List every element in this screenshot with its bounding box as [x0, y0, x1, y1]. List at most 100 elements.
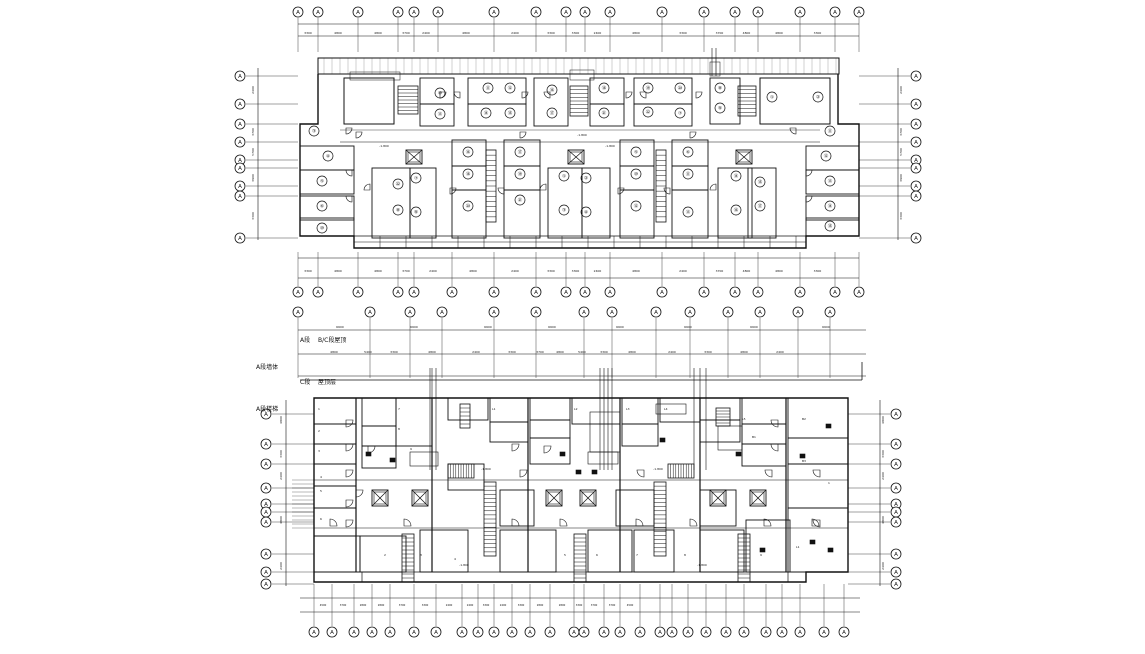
bottom-axis-bubble: [729, 286, 741, 298]
axis-bubble-letter: A: [564, 290, 568, 296]
top-axis-bubble: [578, 306, 590, 318]
label-a-text: B/C段屋顶: [318, 336, 346, 344]
bedroom: [299, 217, 355, 237]
top-dimension-text: 4800: [775, 31, 783, 35]
bottom-dimension-text: 3300: [572, 269, 580, 273]
door-swing: [519, 469, 528, 478]
top-axis-bubble: [364, 306, 376, 318]
room-number-circle: [754, 176, 766, 188]
top-axis-bubble: [488, 6, 500, 18]
door-swing: [811, 518, 820, 527]
bottom-dimension-text: 4800: [775, 269, 783, 273]
left-dimension-text: 5700: [251, 148, 255, 156]
door-swing: [355, 131, 363, 139]
bottom-axis-bubble: [700, 626, 712, 638]
axis-bubble-letter: A: [264, 442, 268, 448]
door-swing: [345, 519, 354, 528]
unit-room: [621, 423, 659, 447]
bottom-dimension-text: 3300: [814, 269, 822, 273]
door-swing: [363, 183, 371, 191]
axis-bubble-letter: A: [894, 552, 898, 558]
axis-bubble-letter: A: [726, 310, 730, 316]
shaft-outline: [409, 451, 439, 467]
top-dimension-text: 4800: [462, 31, 470, 35]
door-swing: [345, 169, 353, 177]
room-number-circle: [316, 222, 328, 234]
axis-bubble-letter: A: [608, 10, 612, 16]
top-axis-bubble: [684, 306, 696, 318]
axis-bubble-letter: A: [602, 630, 606, 636]
fixture: [559, 451, 566, 457]
axis-bubble-letter: A: [914, 166, 918, 172]
axis-bubble-letter: A: [440, 310, 444, 316]
bottom-dimension-text: 4800: [632, 269, 640, 273]
room-tag: 3: [420, 553, 422, 557]
axis-bubble-letter: A: [894, 502, 898, 508]
top-dimension-text: 4800: [743, 31, 751, 35]
room-number-circle: [504, 82, 516, 94]
room-number: ⑨: [718, 106, 722, 112]
elevator-shaft: [545, 489, 563, 507]
bottom-dimension-text: 4800: [469, 269, 477, 273]
bottom-axis-bubble: [698, 286, 710, 298]
unit-room: [529, 397, 571, 421]
bottom-axis-bubble: [308, 626, 320, 638]
room-number: ⑫: [634, 203, 639, 210]
plan-labels: A段 B/C段屋顶 C段 屋顶层 A段墙体 A段楼梯: [256, 336, 346, 413]
unit-room: [717, 167, 753, 239]
door-swing: [789, 127, 797, 135]
bottom-axis-bubble: [366, 626, 378, 638]
top-dimension-text: 6600: [684, 325, 692, 329]
axis-bubble-letter: A: [238, 166, 242, 172]
fixture: [389, 457, 396, 463]
bottom-dimension-text: 3700: [716, 269, 724, 273]
elevator-cross: [405, 149, 423, 165]
right-axis-bubble: [910, 118, 922, 130]
right-dimension-text: 2400: [881, 472, 885, 480]
left-dimension-text: 3300: [251, 212, 255, 220]
axis-bubble-letter: A: [238, 158, 242, 164]
top-dimension-text: 6600: [410, 325, 418, 329]
top-axis-bubble: [292, 6, 304, 18]
left-dimension-text: 2400: [251, 86, 255, 94]
fixture: [759, 547, 766, 553]
level-mark: -1.800: [605, 144, 615, 148]
room-number: ㉑: [518, 197, 523, 204]
bottom-axis-bubble: [818, 626, 830, 638]
room-number: ⑲: [518, 171, 523, 178]
door-swing: [403, 518, 412, 527]
room-number: ⑮: [758, 179, 763, 186]
axis-bubble-letter: A: [618, 630, 622, 636]
axis-bubble-letter: A: [894, 442, 898, 448]
elevator-car: [547, 491, 561, 505]
room-number: ⑮: [828, 223, 833, 230]
elevator-car: [569, 151, 583, 163]
room-number-circle: [642, 106, 654, 118]
room-number-circle: [558, 204, 570, 216]
elevator-shaft: [579, 489, 597, 507]
room-number: ㉑: [602, 110, 607, 117]
axis-bubble-letter: A: [296, 290, 300, 296]
top-dimension-text: 3300: [679, 31, 687, 35]
axis-bubble-letter: A: [356, 290, 360, 296]
room-number-circle: [630, 168, 642, 180]
axis-bubble-letter: A: [460, 630, 464, 636]
fixture: [799, 453, 806, 459]
unit-room: [619, 189, 655, 239]
elevator-shaft: [567, 149, 585, 165]
room: [467, 103, 527, 127]
room-number: ①: [770, 95, 774, 101]
left-dimension-text: 3300: [279, 450, 283, 458]
unit-room: [529, 419, 571, 439]
bottom-axis-bubble: [666, 626, 678, 638]
elevator-car: [737, 151, 751, 163]
unit-room: [499, 489, 535, 527]
room-number: ②: [816, 95, 820, 101]
axis-bubble-letter: A: [264, 570, 268, 576]
top-axis-bubble: [530, 6, 542, 18]
unit-room: [747, 167, 777, 239]
bottom-axis-bubble: [352, 286, 364, 298]
room-tag: 3: [318, 449, 320, 453]
